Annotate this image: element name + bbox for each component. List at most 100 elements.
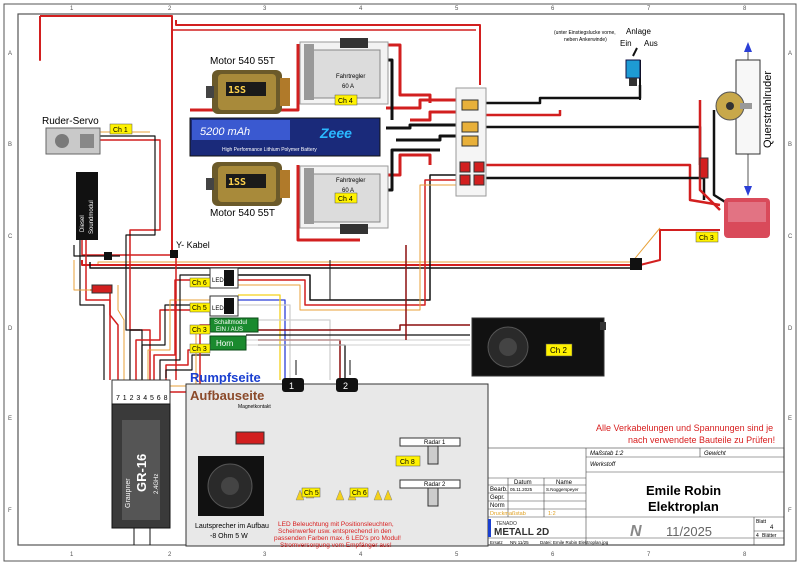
esc-bottom-label: Fahrtregler	[336, 178, 365, 184]
sound-module-line1: Diesel	[80, 215, 86, 232]
tb-footer-nn: NN 11/25	[510, 540, 529, 545]
tb-blatter: Blätter	[762, 533, 777, 539]
horn-module	[209, 335, 247, 351]
led-module-2-label: LED	[212, 306, 224, 312]
led-note-line2: Scheinwerfer usw. entsprechend in den	[278, 528, 392, 535]
tb-footer-file: Datei: Emile Robin Elektroplan.jpg	[540, 540, 609, 545]
motor-bottom-label: Motor 540 55T	[210, 208, 275, 219]
frame-col-5-bottom: 5	[455, 552, 459, 558]
ruder-servo	[45, 127, 101, 155]
led-b-channel-tag	[349, 487, 369, 498]
tb-title-line2: Elektroplan	[648, 499, 719, 514]
motor-bottom: 1SS	[206, 162, 290, 206]
connector-1-label: 1	[289, 381, 294, 391]
speaker-aufbau-line1: Lautsprecher im Aufbau	[195, 523, 269, 530]
radar-channel-tag	[395, 455, 421, 467]
bow-thruster-label: Querstrahlruder	[762, 71, 774, 148]
schaltmodul-line2: EIN / AUS	[216, 327, 243, 333]
tb-logo-main: METALL 2D	[494, 527, 549, 538]
radar-2-label: Radar 2	[424, 482, 446, 488]
sound-fuse	[91, 284, 113, 294]
receiver-label-2: 2.4GHz	[154, 474, 160, 494]
warning-line2: nach verwendete Bauteile zu Prüfen!	[628, 435, 775, 445]
led-a-channel-tag	[301, 487, 321, 498]
receiver-model: GR-16	[134, 454, 149, 492]
connector-2-label: 2	[343, 381, 348, 391]
y-kabel-plug	[104, 252, 112, 260]
drawing-frame-outer	[3, 3, 797, 562]
led-note-line3: passenden Farben max. 6 LED's pro Modul!	[274, 535, 401, 542]
switch-on: Ein	[620, 39, 632, 48]
frame-col-8-bottom: 8	[743, 552, 747, 558]
sound-module	[76, 172, 98, 240]
frame-row-E-left: E	[8, 416, 12, 422]
receiver-pin-label: 4	[143, 395, 147, 402]
frame-row-C-left: C	[8, 234, 13, 240]
speaker-channel: Ch 2	[550, 346, 567, 355]
receiver	[111, 379, 171, 545]
tb-bearb-name: S.Noggerspeyer	[546, 487, 579, 492]
bow-plug	[630, 258, 642, 270]
radar-channel: Ch 8	[400, 459, 415, 466]
ruder-servo-label: Ruder-Servo	[42, 116, 99, 127]
battery-subtitle: High Performance Lithium Polymer Battery	[222, 147, 317, 153]
battery	[189, 117, 381, 157]
frame-col-7-bottom: 7	[647, 552, 651, 558]
magnetkontakt-label: Magnetkontakt	[238, 404, 271, 410]
motor-top-label: Motor 540 55T	[210, 56, 275, 67]
esc-bottom-channel: Ch 4	[338, 196, 353, 203]
tb-drawing-prefix: N	[630, 523, 642, 540]
frame-col-3-top: 3	[263, 6, 267, 12]
switch-title: Anlage	[626, 27, 651, 36]
horn-channel: Ch 3	[192, 346, 207, 353]
frame-col-3-bottom: 3	[263, 552, 267, 558]
frame-col-7-top: 7	[647, 6, 651, 12]
receiver-pin-label: 8	[164, 395, 168, 402]
warning-line1: Alle Verkabelungen und Spannungen sind j…	[596, 423, 773, 433]
frame-col-4-bottom: 4	[359, 552, 363, 558]
frame-row-E-right: E	[788, 416, 792, 422]
frame-row-D-left: D	[8, 326, 13, 332]
schalt-channel: Ch 3	[192, 327, 207, 334]
switch-off: Aus	[644, 39, 658, 48]
horn-channel-tag	[189, 343, 211, 354]
connector-2	[336, 378, 358, 392]
tb-gewicht: Gewicht	[704, 451, 726, 457]
receiver-pin-label: 7	[116, 395, 120, 402]
battery-capacity: 5200 mAh	[200, 126, 250, 138]
tb-blatt-value: 4	[770, 525, 774, 531]
frame-col-1-bottom: 1	[70, 552, 74, 558]
frame-col-8-top: 8	[743, 6, 747, 12]
bow-fuse	[699, 157, 709, 179]
switch-note-line1: (unter Einstiegslucke vorne,	[554, 30, 616, 36]
battery-brand: Zeee	[319, 125, 352, 141]
rumpfseite-label: Rumpfseite	[190, 370, 261, 385]
esc-bottom-channel-tag	[334, 192, 358, 204]
radar-1-label: Radar 1	[424, 440, 446, 446]
frame-col-6-bottom: 6	[551, 552, 555, 558]
frame-col-2-top: 2	[168, 6, 172, 12]
frame-row-D-right: D	[788, 326, 793, 332]
schalt-channel-tag	[189, 324, 211, 335]
bow-channel: Ch 3	[699, 235, 714, 242]
frame-row-A-left: A	[8, 51, 12, 57]
esc-top-label: Fahrtregler	[336, 74, 365, 80]
frame-row-F-left: F	[8, 508, 12, 514]
ruder-channel-tag	[109, 123, 133, 135]
ruder-channel: Ch 1	[113, 127, 128, 134]
tb-massstab: Maßstab 1:2	[590, 451, 624, 457]
receiver-pin-label: 3	[136, 395, 140, 402]
bow-channel-tag	[695, 231, 719, 243]
main-switch[interactable]	[625, 47, 641, 86]
motor-top-label-text: 1SS	[228, 85, 246, 96]
esc-top-amp: 60 A	[342, 84, 354, 90]
motor-bottom-label-text: 1SS	[228, 177, 246, 188]
horn-label: Horn	[216, 339, 233, 348]
distribution-block	[455, 87, 487, 197]
esc-top	[299, 38, 389, 105]
tb-title-line1: Emile Robin	[646, 483, 721, 498]
receiver-pin-label: 1	[123, 395, 127, 402]
speaker-channel-tag	[545, 343, 573, 357]
frame-row-F-right: F	[788, 508, 792, 514]
frame-row-C-right: C	[788, 234, 793, 240]
